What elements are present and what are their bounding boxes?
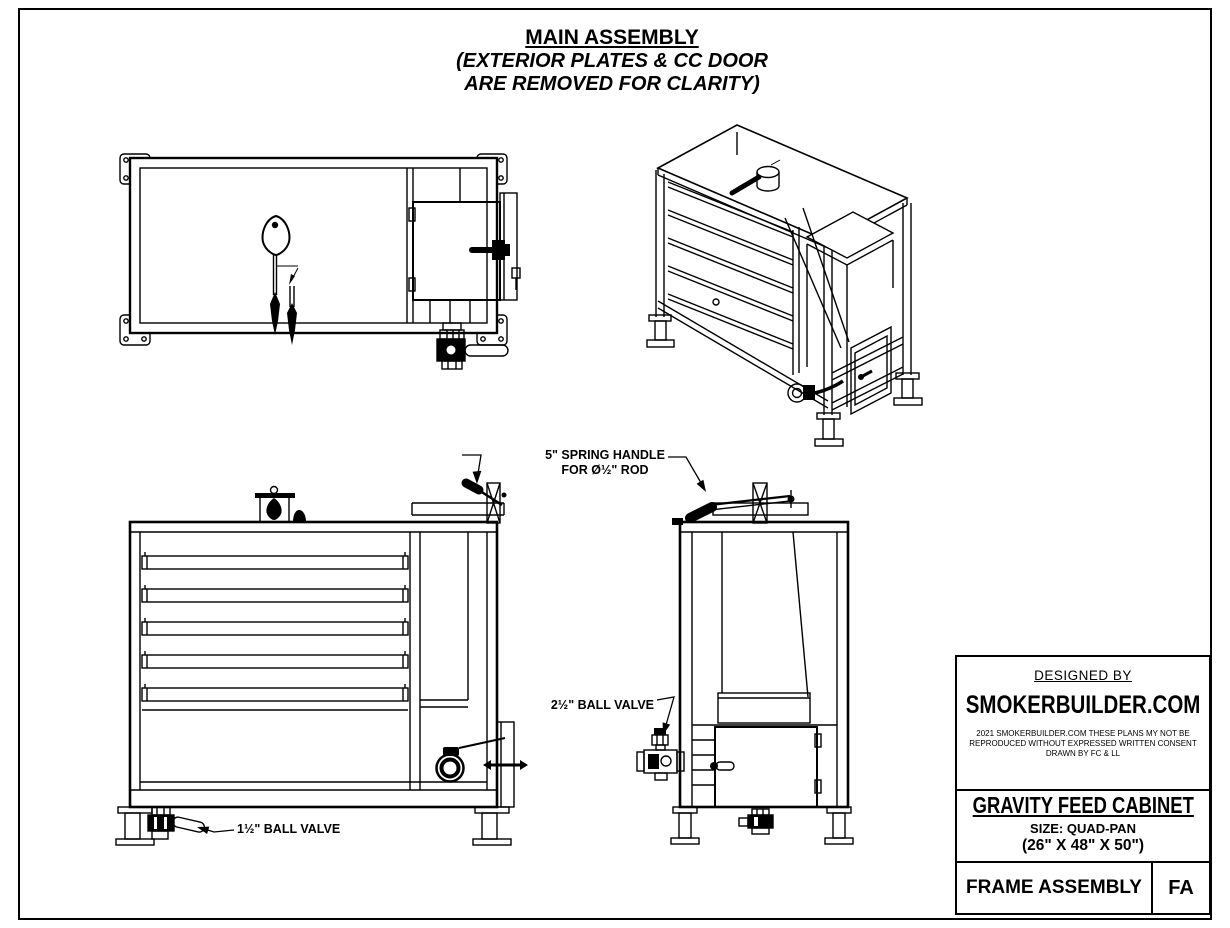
bottom-valve xyxy=(738,808,774,835)
drawing-title: MAIN ASSEMBLY xyxy=(525,26,699,49)
title-block-designer-row: DESIGNED BY SMOKERBUILDER.COM 2021 SMOKE… xyxy=(957,657,1209,789)
spring-handle-front xyxy=(411,478,507,524)
drain-pipe xyxy=(787,379,844,403)
teardrop-handle xyxy=(261,214,299,345)
door-handle xyxy=(469,240,510,260)
spring-handle-label-line2: FOR Ø½" ROD xyxy=(561,463,649,477)
ball-valve-small xyxy=(147,806,206,840)
product-name: GRAVITY FEED CABINET xyxy=(972,792,1194,818)
shelf-rails xyxy=(667,181,794,350)
copyright-text: 2021 SMOKERBUILDER.COM THESE PLANS MY NO… xyxy=(969,729,1196,759)
annotation-ball-valve-large: 2½" BALL VALVE xyxy=(550,698,654,712)
side-plate xyxy=(483,721,528,808)
designed-by-label: DESIGNED BY xyxy=(1034,668,1132,683)
title-block: DESIGNED BY SMOKERBUILDER.COM 2021 SMOKE… xyxy=(955,655,1211,915)
side-view-drawing xyxy=(636,482,854,845)
cabinet-frame-outline xyxy=(128,520,499,809)
title-block-sheet-row: FRAME ASSEMBLY FA xyxy=(957,861,1209,913)
top-view-drawing xyxy=(119,153,521,370)
isometric-view-drawing xyxy=(646,124,923,447)
ball-valve-large xyxy=(636,728,685,781)
drawing-subtitle-line1: (EXTERIOR PLATES & CC DOOR xyxy=(456,50,768,72)
spring-handle-side xyxy=(672,482,795,525)
chimney-cup xyxy=(729,159,781,196)
feet xyxy=(646,314,923,447)
drawing-subtitle-line2: ARE REMOVED FOR CLARITY) xyxy=(464,73,760,95)
drain-valve xyxy=(436,322,509,370)
spring-handle-label-line1: 5" SPRING HANDLE xyxy=(545,448,665,462)
feet xyxy=(670,806,854,845)
dimensions-label: (26" X 48" X 50") xyxy=(1022,837,1144,854)
company-name: SMOKERBUILDER.COM xyxy=(965,691,1201,719)
firebox-front xyxy=(420,532,506,783)
sheet-title: FRAME ASSEMBLY xyxy=(957,863,1153,913)
front-view-drawing xyxy=(115,478,528,846)
cabinet-frame-outline xyxy=(128,156,499,335)
title-block-product-row: GRAVITY FEED CABINET SIZE: QUAD-PAN (26"… xyxy=(957,789,1209,861)
size-label: SIZE: QUAD-PAN xyxy=(1030,821,1136,836)
copyright-line1: 2021 SMOKERBUILDER.COM THESE PLANS MY NO… xyxy=(976,729,1190,738)
copyright-line2: REPRODUCED WITHOUT EXPRESSED WRITTEN CON… xyxy=(969,739,1197,748)
annotation-spring-handle: 5" SPRING HANDLE FOR Ø½" ROD xyxy=(500,448,710,478)
copyright-line3: DRAWN BY FC & LL xyxy=(1045,749,1121,758)
shelf-rails xyxy=(141,552,409,702)
firebox-side xyxy=(692,726,822,808)
sheet-border xyxy=(18,8,1212,920)
cabinet-frame-outline xyxy=(678,520,850,809)
gravity-chute xyxy=(717,531,811,724)
firebox xyxy=(784,207,895,416)
main-title-block: MAIN ASSEMBLY (EXTERIOR PLATES & CC DOOR… xyxy=(0,26,1224,96)
sheet-code: FA xyxy=(1168,876,1194,899)
chimney-bracket xyxy=(255,485,306,522)
annotation-ball-valve-small: 1½" BALL VALVE xyxy=(237,822,341,836)
